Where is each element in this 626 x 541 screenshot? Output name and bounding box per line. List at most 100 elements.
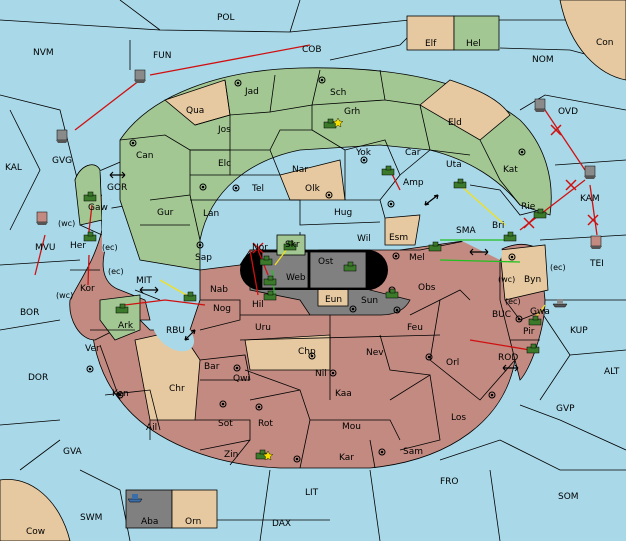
- fleet-ovd[interactable]: [534, 98, 546, 112]
- army-hil[interactable]: [263, 290, 277, 301]
- fleet-mvu[interactable]: [36, 211, 48, 225]
- supply-center-sam: [378, 448, 386, 456]
- supply-center-can: [129, 139, 137, 147]
- army-nab[interactable]: [183, 291, 197, 302]
- fleet-fun[interactable]: [134, 69, 146, 83]
- sea-label-tei: TEI: [589, 259, 604, 269]
- army-ost[interactable]: [343, 261, 357, 272]
- supply-center-orl: [425, 353, 433, 361]
- province-ark[interactable]: [99, 294, 141, 341]
- land-label-qwi: Qwi: [233, 374, 250, 384]
- x-rie: [523, 217, 535, 229]
- land-label-gur: Gur: [157, 208, 174, 218]
- army-her[interactable]: [83, 231, 97, 242]
- supply-center-yok-dot: [362, 158, 366, 162]
- land-label-sot: Sot: [218, 419, 233, 429]
- supply-center-rot-dot: [257, 405, 261, 409]
- land-label-qua: Qua: [186, 106, 204, 116]
- x-kam2: [587, 214, 599, 226]
- fleet-tei[interactable]: [590, 235, 602, 249]
- army-amp[interactable]: [381, 165, 395, 176]
- army-rod[interactable]: [526, 343, 540, 354]
- land-label-olk: Olk: [305, 184, 321, 194]
- fleet-aba[interactable]: [127, 494, 143, 503]
- arrow-gor: [109, 171, 126, 179]
- army-uta[interactable]: [453, 178, 467, 189]
- land-label-nev: Nev: [366, 348, 384, 358]
- order-move-kor: [87, 254, 90, 286]
- army-gaw[interactable]: [83, 191, 97, 202]
- army-rie[interactable]: [533, 208, 547, 219]
- sea-label-alt: ALT: [604, 367, 620, 377]
- fleet-buc[interactable]: [552, 299, 568, 308]
- sea-label-gva: GVA: [63, 447, 83, 457]
- order-move-nor-hil: [249, 249, 259, 296]
- province-ost-fill[interactable]: [309, 251, 367, 289]
- sea-label-som: SOM: [558, 492, 579, 502]
- army-web[interactable]: [263, 275, 277, 286]
- land-label-ost: Ost: [318, 257, 334, 267]
- province-elf[interactable]: [406, 15, 455, 51]
- land-label-uru: Uru: [255, 323, 271, 333]
- province-chp[interactable]: [244, 334, 331, 371]
- land-label-nog: Nog: [213, 304, 231, 314]
- supply-center-los-dot: [490, 393, 494, 397]
- order-support-uta: [459, 184, 506, 226]
- land-label-bri: Bri: [492, 221, 504, 231]
- sea-label-gvp: GVP: [556, 404, 575, 414]
- fleet-gvg[interactable]: [56, 129, 68, 143]
- coast-label-her-wc: (wc): [58, 219, 75, 228]
- sea-label-ovd: OVD: [558, 107, 578, 117]
- army-sun[interactable]: [385, 288, 399, 299]
- order-move-ark: [124, 299, 206, 306]
- order-move-kam-tei: [589, 184, 598, 236]
- supply-center-ken-dot: [118, 393, 122, 397]
- land-label-byn: Byn: [524, 275, 541, 285]
- supply-center-orl-dot: [427, 355, 431, 359]
- army-pir[interactable]: [528, 315, 542, 326]
- land-label-jad: Jad: [244, 87, 259, 97]
- land-label-orl: Orl: [446, 358, 459, 368]
- army-skr[interactable]: [283, 240, 297, 251]
- supply-center-los: [488, 391, 496, 399]
- coast-labels: (wc) (ec) (wc) (ec) (ec) (wc) (ec): [56, 219, 566, 306]
- supply-center-esm: [387, 200, 395, 208]
- supply-center-byn: [508, 253, 516, 261]
- province-orn[interactable]: [171, 489, 218, 529]
- land-label-ark: Ark: [118, 321, 134, 331]
- land-label-her: Her: [70, 241, 86, 251]
- army-nor[interactable]: [259, 255, 273, 266]
- land-label-esm: Esm: [389, 233, 408, 243]
- province-eld[interactable]: [419, 79, 511, 141]
- land-label-yok: Yok: [355, 148, 372, 158]
- army-bri[interactable]: [503, 231, 517, 242]
- land-label-kor: Kor: [80, 284, 95, 294]
- land-label-skr: Skr: [285, 240, 300, 250]
- army-ark[interactable]: [115, 303, 129, 314]
- sea-label-dax: DAX: [272, 519, 291, 529]
- land-label-obs: Obs: [418, 283, 436, 293]
- lake-gor: [100, 170, 112, 252]
- sea-label-kam: KAM: [580, 194, 600, 204]
- supply-center-kaa: [329, 369, 337, 377]
- supply-center-zin: [293, 455, 301, 463]
- land-label-eun: Eun: [325, 295, 342, 305]
- supply-center-feu-dot: [395, 308, 399, 312]
- sea-label-gor: GOR: [107, 183, 127, 193]
- province-esm[interactable]: [384, 214, 421, 246]
- coast-label-her-ec: (ec): [102, 243, 118, 252]
- province-hel[interactable]: [453, 15, 500, 51]
- sea-label-lit: LIT: [305, 488, 319, 498]
- arrow-sma-2: [424, 194, 439, 206]
- land-label-gaw: Gaw: [88, 203, 108, 213]
- army-mel[interactable]: [428, 241, 442, 252]
- supply-center-sot: [219, 400, 227, 408]
- supply-center-mel: [392, 252, 400, 260]
- coast-markers: [109, 171, 519, 372]
- land-label-nil: Nil: [315, 369, 327, 379]
- province-byn[interactable]: [499, 244, 549, 301]
- land-label-pir: Pir: [523, 327, 535, 337]
- supply-center-ken: [116, 391, 124, 399]
- fleet-kam[interactable]: [584, 165, 596, 179]
